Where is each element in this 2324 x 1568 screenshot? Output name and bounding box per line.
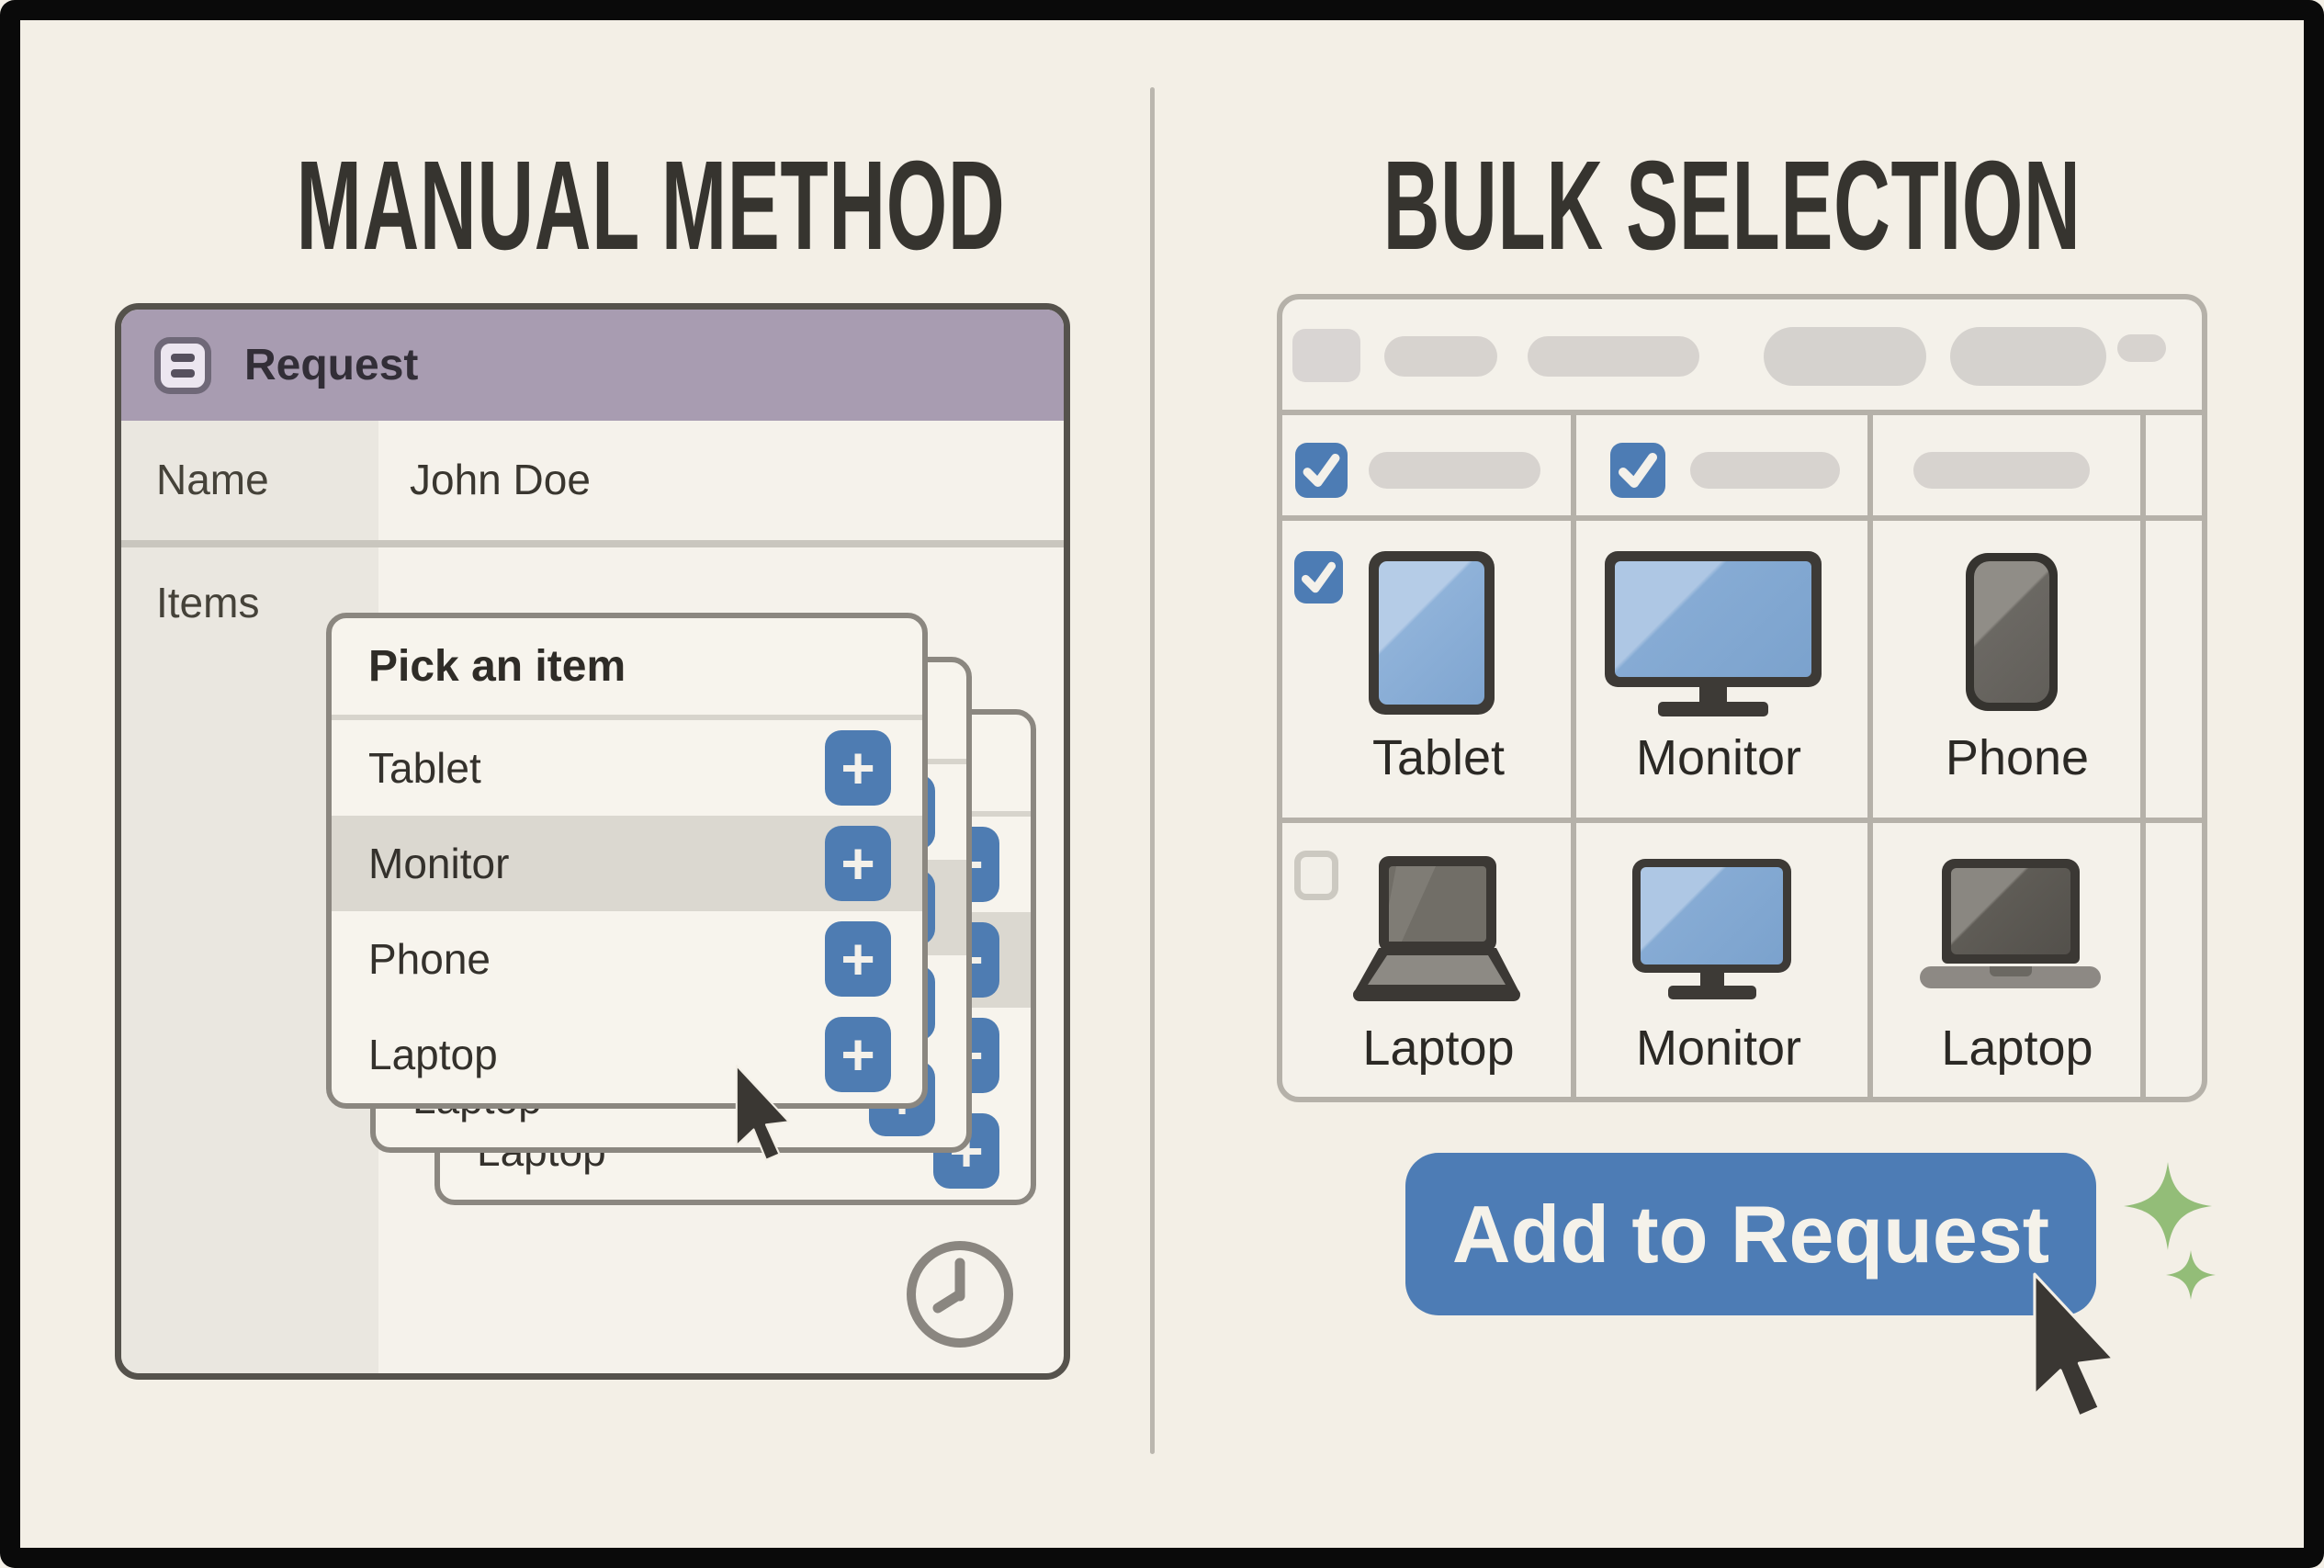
phone-icon[interactable]	[1966, 553, 2058, 711]
cursor-icon	[735, 1065, 790, 1161]
dropdown-option-monitor[interactable]: Monitor +	[332, 816, 922, 911]
sparkle-icon	[2124, 1162, 2212, 1250]
left-section-title: MANUAL METHOD	[296, 135, 1006, 276]
row-placeholder-pill	[1690, 452, 1840, 489]
header-placeholder-pill	[1764, 327, 1926, 386]
header-placeholder-pill	[1528, 336, 1699, 377]
add-to-request-button[interactable]: Add to Request	[1405, 1153, 2096, 1315]
cell-label: Laptop	[1362, 1021, 1515, 1076]
cell-label: Monitor	[1635, 730, 1802, 785]
add-item-button[interactable]: +	[825, 1017, 891, 1092]
request-list-icon	[154, 336, 211, 394]
name-field-label: Name	[156, 456, 269, 503]
center-divider	[1150, 87, 1155, 1454]
right-section-title: BULK SELECTION	[1382, 135, 2081, 276]
item-checkbox-laptop[interactable]	[1294, 851, 1338, 900]
dropdown-placeholder: Pick an item	[368, 642, 626, 691]
header-placeholder-pill	[1384, 336, 1497, 377]
bulk-selection-table: Tablet Monitor Phone Laptop Monitor Lapt…	[1277, 294, 2207, 1102]
add-item-button[interactable]: +	[825, 730, 891, 806]
cell-label: Laptop	[1941, 1021, 2093, 1076]
tablet-icon[interactable]	[1369, 551, 1495, 715]
laptop-closed-icon[interactable]	[1920, 859, 2101, 992]
item-checkbox-tablet[interactable]	[1294, 551, 1343, 604]
select-all-checkbox-col1[interactable]	[1295, 443, 1348, 498]
dropdown-option-tablet[interactable]: Tablet +	[332, 720, 922, 816]
request-card-header: Request	[121, 310, 1064, 421]
monitor-icon[interactable]	[1605, 551, 1822, 716]
cell-label: Phone	[1945, 730, 2090, 785]
header-placeholder-pill	[1292, 329, 1360, 382]
clock-icon	[907, 1241, 1013, 1348]
request-card-title: Request	[244, 341, 419, 389]
cursor-icon	[2033, 1272, 2115, 1418]
row-placeholder-pill	[1369, 452, 1540, 489]
items-field-label: Items	[156, 579, 260, 626]
add-item-button[interactable]: +	[825, 826, 891, 901]
add-item-button[interactable]: +	[825, 921, 891, 997]
item-dropdown[interactable]: Pick an item Tablet + Monitor + Phone + …	[326, 613, 928, 1109]
name-field-value[interactable]: John Doe	[410, 456, 591, 503]
header-placeholder-pill	[2117, 334, 2166, 362]
dropdown-option-phone[interactable]: Phone +	[332, 911, 922, 1007]
row-placeholder-pill	[1913, 452, 2090, 489]
laptop-open-icon[interactable]	[1344, 854, 1528, 1003]
sparkle-icon	[2166, 1250, 2216, 1300]
header-placeholder-pill	[1950, 327, 2106, 386]
cell-label: Monitor	[1635, 1021, 1802, 1076]
row-divider	[121, 540, 1064, 547]
cell-label: Tablet	[1371, 730, 1506, 785]
select-all-checkbox-col2[interactable]	[1610, 443, 1665, 498]
monitor-icon[interactable]	[1632, 859, 1791, 1001]
dropdown-option-laptop[interactable]: Laptop +	[332, 1007, 922, 1102]
